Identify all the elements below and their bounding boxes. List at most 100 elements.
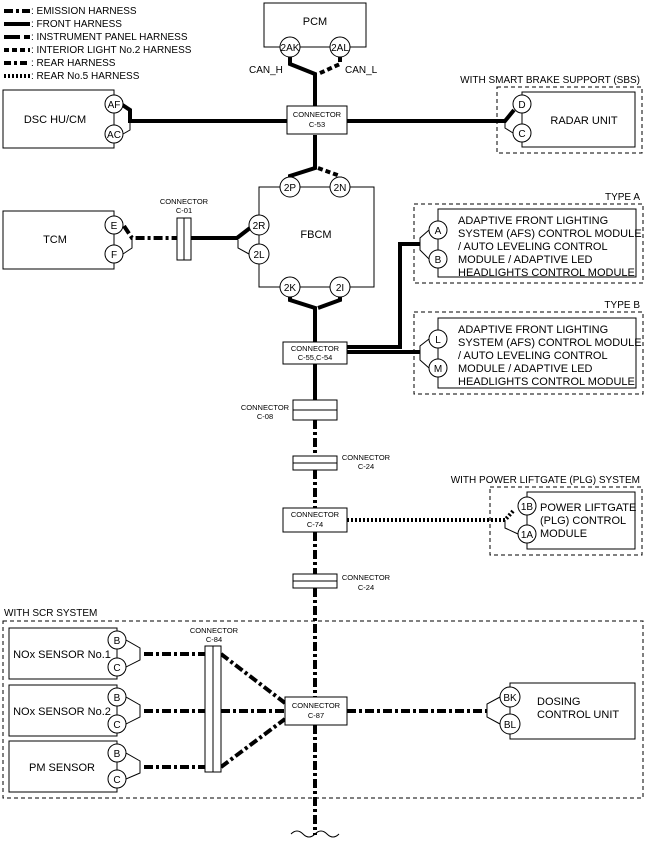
- c87-line2: C-87: [308, 711, 324, 720]
- pcm-module: PCM 2AK 2AL CAN_H CAN_L: [249, 2, 378, 76]
- c24a-line2: C-24: [358, 462, 374, 471]
- c87-box: [284, 696, 348, 726]
- wire-fbcm-2k: [288, 294, 317, 342]
- type-b-line-3: MODULE / ADAPTIVE LED: [458, 363, 593, 375]
- wire-tcm-c01: [122, 224, 177, 240]
- type-b-title: TYPE B: [604, 300, 640, 311]
- c55-line2: C-55,C-54: [298, 353, 333, 362]
- fbcm-pin-2n: [329, 176, 351, 198]
- connector-c55-c54: CONNECTOR C-55,C-54: [282, 341, 348, 365]
- tcm-label: TCM: [43, 234, 67, 246]
- fbcm-pin-2n-label: 2N: [334, 183, 347, 194]
- legend: : EMISSION HARNESS : FRONT HARNESS : INS…: [4, 6, 192, 82]
- dsc-pin-ac-lead: [122, 121, 131, 135]
- dosing-pin-bk-label: BK: [503, 693, 517, 704]
- connector-c01: CONNECTOR C-01: [160, 197, 209, 261]
- fbcm-box: [258, 186, 375, 288]
- c74-line1: CONNECTOR: [291, 510, 340, 519]
- nox2-pin-b-label: B: [114, 693, 121, 704]
- dsc-pin-af: [104, 94, 124, 114]
- pm-pin-b-label: B: [114, 749, 121, 760]
- c55-line1: CONNECTOR: [291, 344, 340, 353]
- pcm-pin-2al: [329, 36, 351, 58]
- type-a-line-3: MODULE / ADAPTIVE LED: [458, 254, 593, 266]
- c08-line2: C-08: [257, 412, 273, 421]
- dosing-pin-bl-label: BL: [504, 720, 517, 731]
- fbcm-pin-2r: [248, 214, 270, 236]
- dosing-line2: CONTROL UNIT: [537, 709, 619, 721]
- connector-c74: CONNECTOR C-74: [282, 507, 348, 533]
- radar-box: [521, 91, 636, 148]
- c53-line2: C-53: [309, 120, 325, 129]
- wire-c53-2p: [288, 135, 317, 182]
- sbs-dashed-frame: [496, 86, 643, 154]
- type-b-line-1: SYSTEM (AFS) CONTROL MODULE: [458, 337, 642, 349]
- type-b-dashed-frame: [413, 311, 644, 395]
- dsc-module: DSC HU/CM AF AC: [2, 89, 131, 149]
- dsc-label: DSC HU/CM: [24, 114, 86, 126]
- c01-line2: C-01: [176, 206, 192, 215]
- scr-dashed-frame: [2, 620, 644, 799]
- c24b-line2: C-24: [358, 583, 374, 592]
- connector-c24-lower: CONNECTOR C-24: [292, 573, 391, 592]
- pm-pin-leads: [125, 752, 141, 780]
- legend-il2-label: : INTERIOR LIGHT No.2 HARNESS: [31, 45, 192, 56]
- type-b-box: [437, 317, 637, 389]
- plg-box: [526, 491, 636, 550]
- plg-line-0: POWER LIFTGATE: [540, 502, 636, 514]
- c74-box: [282, 507, 348, 533]
- c74-line2: C-74: [307, 520, 323, 529]
- tcm-box: [2, 210, 115, 270]
- fbcm-pin-2k-label: 2K: [284, 283, 297, 294]
- plg-group: WITH POWER LIFTGATE (PLG) SYSTEM POWER L…: [451, 475, 643, 556]
- type-a-dashed-frame: [413, 203, 644, 284]
- type-b-line-0: ADAPTIVE FRONT LIGHTING: [458, 324, 608, 336]
- legend-front-label: : FRONT HARNESS: [31, 19, 122, 30]
- dsc-pin-ac-label: AC: [107, 130, 121, 141]
- tcm-pin-f-label: F: [111, 250, 117, 261]
- plg-line-1: (PLG) CONTROL: [540, 515, 626, 527]
- fbcm-pin-2i: [329, 276, 351, 298]
- nox1-box: [8, 627, 118, 680]
- c08-line1: CONNECTOR: [241, 403, 290, 412]
- scr-group-title: WITH SCR SYSTEM: [4, 608, 97, 619]
- dosing-line1: DOSING: [537, 696, 580, 708]
- type-b-line-2: / AUTO LEVELING CONTROL: [458, 350, 608, 362]
- tcm-pin-e-label: E: [111, 221, 118, 232]
- can-l-label: CAN_L: [345, 65, 378, 76]
- type-a-group: TYPE A ADAPTIVE FRONT LIGHTING SYSTEM (A…: [413, 192, 644, 284]
- type-a-line-0: ADAPTIVE FRONT LIGHTING: [458, 215, 608, 227]
- plg-group-title: WITH POWER LIFTGATE (PLG) SYSTEM: [451, 475, 640, 486]
- nox2-box: [8, 684, 118, 737]
- tcm-pin-f-lead: [122, 240, 133, 255]
- c01-line1: CONNECTOR: [160, 197, 209, 206]
- pcm-pin-2ak-label: 2AK: [281, 43, 300, 54]
- dsc-pin-af-label: AF: [108, 100, 121, 111]
- pcm-label: PCM: [303, 16, 327, 28]
- connector-c24-upper: CONNECTOR C-24: [292, 453, 391, 471]
- tcm-pin-e: [104, 215, 124, 235]
- c24b-line1: CONNECTOR: [342, 573, 391, 582]
- dosing-pin-leads: [486, 696, 501, 725]
- type-a-line-4: HEADLIGHTS CONTROL MODULE: [458, 267, 635, 279]
- tcm-module: TCM E F: [2, 210, 133, 270]
- type-b-pin-m-label: M: [434, 364, 442, 375]
- fbcm-pin-2l-lead: [237, 240, 250, 255]
- wire-plg: [347, 508, 516, 522]
- c84-line2: C-84: [206, 635, 222, 644]
- type-b-group: TYPE B ADAPTIVE FRONT LIGHTING SYSTEM (A…: [413, 300, 644, 395]
- type-a-line-2: / AUTO LEVELING CONTROL: [458, 241, 608, 253]
- nox1-pin-b-label: B: [114, 636, 121, 647]
- fbcm-pin-2p: [279, 176, 301, 198]
- sbs-group-title: WITH SMART BRAKE SUPPORT (SBS): [460, 75, 640, 86]
- fbcm-pin-2k: [279, 276, 301, 298]
- pm-box: [8, 740, 118, 793]
- fbcm-module: FBCM 2P 2N 2R 2L 2K 2I: [237, 176, 375, 298]
- connector-c08: CONNECTOR C-08: [241, 399, 338, 421]
- radar-pin-d: [512, 94, 532, 114]
- nox1-pin-leads: [125, 639, 141, 668]
- type-a-pin-b-label: B: [435, 255, 442, 266]
- dosing-box: [509, 682, 636, 740]
- can-h-label: CAN_H: [249, 65, 283, 76]
